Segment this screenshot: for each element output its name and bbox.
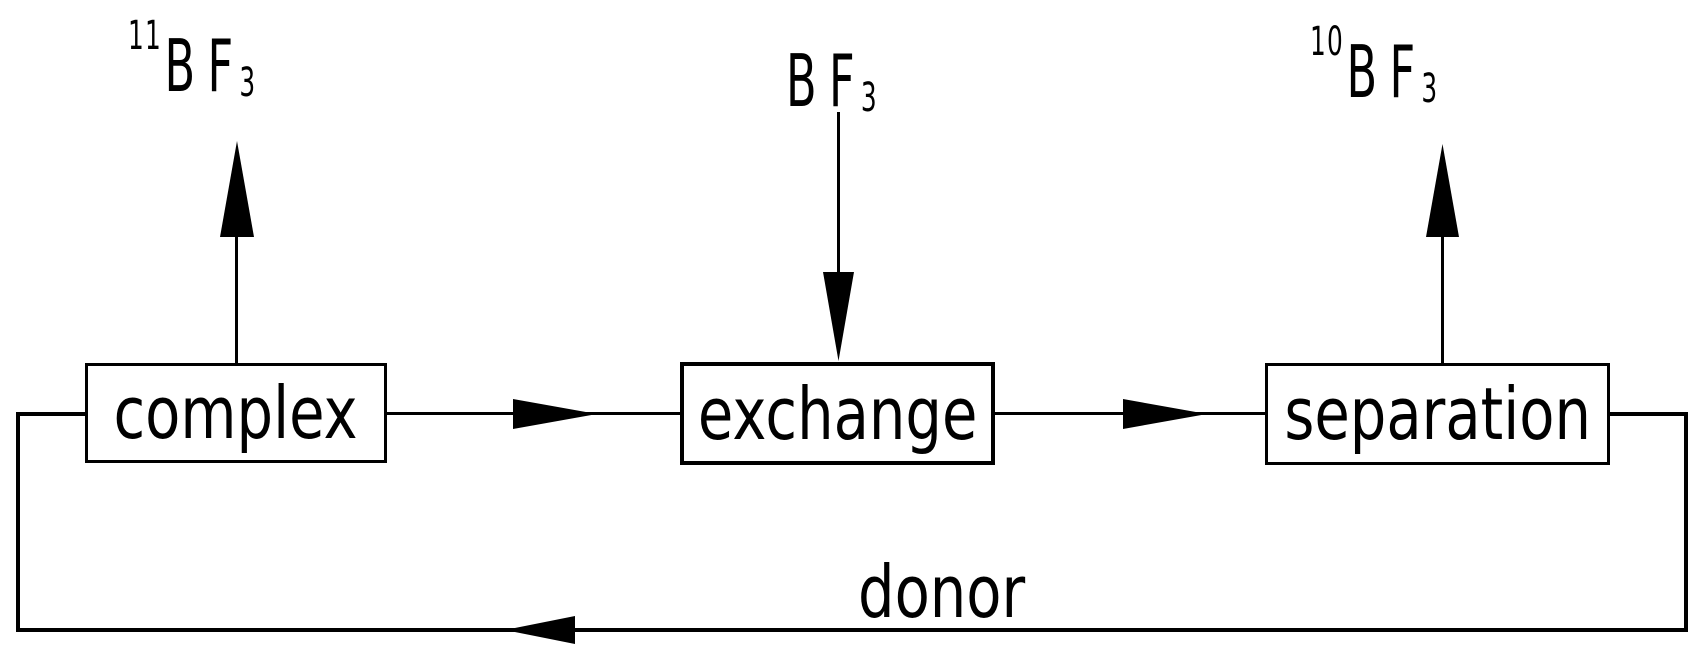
complex-box: complex bbox=[85, 363, 387, 463]
complex-box-label: complex bbox=[113, 371, 359, 455]
arrow-up-bf3-11-stem bbox=[235, 230, 238, 363]
bf3-11-label: 11BF3 bbox=[128, 13, 256, 114]
bf3-10-subscript: 3 bbox=[1421, 66, 1438, 112]
isotope-10-superscript: 10 bbox=[1310, 19, 1345, 65]
recycle-loop-right-rail bbox=[1684, 412, 1688, 632]
bf3-10-base: BF bbox=[1346, 30, 1428, 114]
separation-box: separation bbox=[1265, 363, 1610, 465]
exchange-box: exchange bbox=[680, 362, 995, 465]
donor-label: donor bbox=[858, 550, 1026, 634]
arrow-down-bf3-feed-stem bbox=[837, 112, 840, 282]
bf3-11-subscript: 3 bbox=[239, 60, 256, 106]
bf3-feed-subscript: 3 bbox=[860, 75, 877, 121]
separation-box-label: separation bbox=[1284, 372, 1591, 456]
bf3-11-base: BF bbox=[164, 24, 246, 108]
arrow-left-donor-head-icon bbox=[505, 616, 575, 644]
arrow-right-complex-exchange-head-icon bbox=[513, 399, 597, 429]
bf3-10-label: 10BF3 bbox=[1310, 19, 1438, 120]
recycle-loop-left-stub bbox=[18, 412, 85, 416]
arrow-up-bf3-10-stem bbox=[1441, 230, 1444, 363]
recycle-loop-bottom-line bbox=[16, 628, 1688, 632]
bf3-feed-base: BF bbox=[786, 39, 868, 123]
arrow-up-bf3-11-head-icon bbox=[220, 141, 254, 237]
arrow-down-bf3-feed-head-icon bbox=[823, 272, 854, 361]
recycle-loop-left-rail bbox=[16, 412, 20, 632]
recycle-loop-right-stub bbox=[1610, 412, 1688, 416]
isotope-11-superscript: 11 bbox=[128, 13, 163, 59]
exchange-box-label: exchange bbox=[697, 371, 978, 456]
arrow-right-exchange-separation-head-icon bbox=[1123, 399, 1207, 429]
arrow-up-bf3-10-head-icon bbox=[1426, 144, 1459, 237]
bf3-feed-label: BF3 bbox=[786, 45, 877, 129]
